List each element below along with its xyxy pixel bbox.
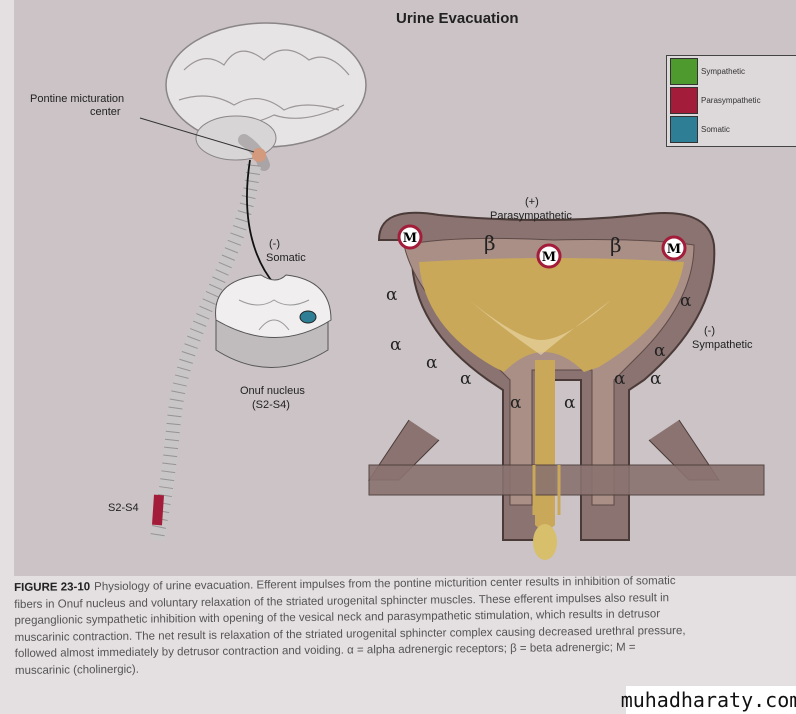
legend-swatch <box>670 58 698 85</box>
svg-text:M: M <box>542 250 556 265</box>
svg-text:M: M <box>403 231 417 246</box>
svg-text:α: α <box>426 353 438 373</box>
pontine-center-marker <box>252 148 266 162</box>
legend-swatch <box>670 87 698 114</box>
urogenital-sphincter <box>368 464 765 496</box>
spinal-level-label: S2-S4 <box>108 502 139 514</box>
svg-text:β: β <box>610 233 622 257</box>
sacral-segment <box>152 494 164 526</box>
svg-text:α: α <box>564 393 576 413</box>
svg-text:α: α <box>614 369 626 389</box>
legend-item-parasympathetic: Parasympathetic <box>670 87 761 114</box>
svg-text:α: α <box>386 285 398 305</box>
muscarinic-receptor-right <box>661 235 687 261</box>
svg-text:α: α <box>460 369 472 389</box>
onuf-nucleus-marker <box>299 310 317 324</box>
figure-title: Urine Evacuation <box>396 10 519 27</box>
onuf-label-1: Onuf nucleus <box>240 385 305 397</box>
somatic-label: Somatic <box>266 252 306 264</box>
sympathetic-sign: (-) <box>704 325 715 337</box>
anatomy-illustration: M M M β β α α α α α α α α α α <box>139 22 765 560</box>
svg-text:α: α <box>654 341 666 361</box>
svg-text:M: M <box>667 242 681 257</box>
urine-fill <box>419 258 684 372</box>
legend-item-somatic: Somatic <box>670 116 730 143</box>
figure-panel: M M M β β α α α α α α α α α α Urine Evac… <box>14 0 796 576</box>
onuf-label-2: (S2-S4) <box>252 399 290 411</box>
muscarinic-receptor-center <box>536 243 562 269</box>
muscarinic-receptor-left <box>397 224 423 250</box>
figure-number: FIGURE 23-10 <box>14 581 91 594</box>
pontine-label-1: Pontine micturation <box>30 93 125 105</box>
spinal-cross-section <box>215 274 332 368</box>
svg-text:β: β <box>484 231 496 255</box>
bladder-illustration <box>368 211 765 560</box>
svg-text:α: α <box>650 369 662 389</box>
receptor-symbols: M M M β β α α α α α α α α α α <box>386 224 692 413</box>
urine-drop <box>533 524 557 560</box>
parasympathetic-label: Parasympathetic <box>490 210 572 222</box>
somatic-sign: (-) <box>269 238 280 250</box>
legend-swatch <box>670 116 698 143</box>
sympathetic-label: Sympathetic <box>692 339 753 351</box>
legend: Sympathetic Parasympathetic Somatic <box>666 55 796 147</box>
watermark: muhadharaty.com <box>620 686 796 714</box>
pontine-label-2: center <box>90 106 121 118</box>
parasympathetic-sign: (+) <box>525 196 539 208</box>
legend-item-sympathetic: Sympathetic <box>670 58 745 85</box>
brain-illustration <box>165 22 367 171</box>
svg-text:α: α <box>680 291 692 311</box>
svg-text:α: α <box>390 335 402 355</box>
svg-text:α: α <box>510 393 522 413</box>
